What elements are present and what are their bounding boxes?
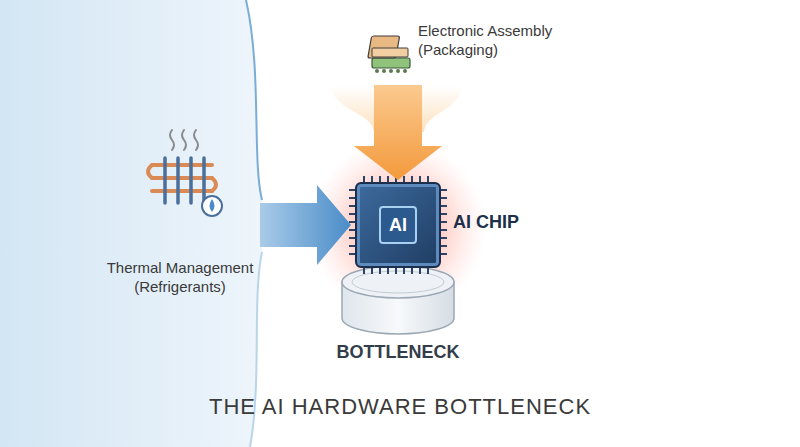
input-label: Thermal Management (Refrigerants) — [100, 258, 260, 296]
chip-core: AI — [379, 206, 417, 244]
chip-label: AI CHIP — [453, 212, 519, 233]
coolant-arrow — [260, 185, 351, 265]
ai-chip: AIAI CHIP — [355, 182, 441, 268]
chip-mark: AI — [389, 215, 407, 236]
diagram-title: THE AI HARDWARE BOTTLENECK — [0, 394, 800, 420]
thermal-input: Thermal Management (Refrigerants) — [100, 140, 260, 305]
pedestal-label: BOTTLENECK — [320, 342, 476, 363]
input-label: Electronic Assembly (Packaging) — [418, 21, 560, 59]
packaging-input: Electronic Assembly (Packaging) — [340, 15, 560, 85]
packaging-arrow — [354, 85, 442, 180]
bottleneck-pedestal: BOTTLENECK — [330, 258, 466, 370]
